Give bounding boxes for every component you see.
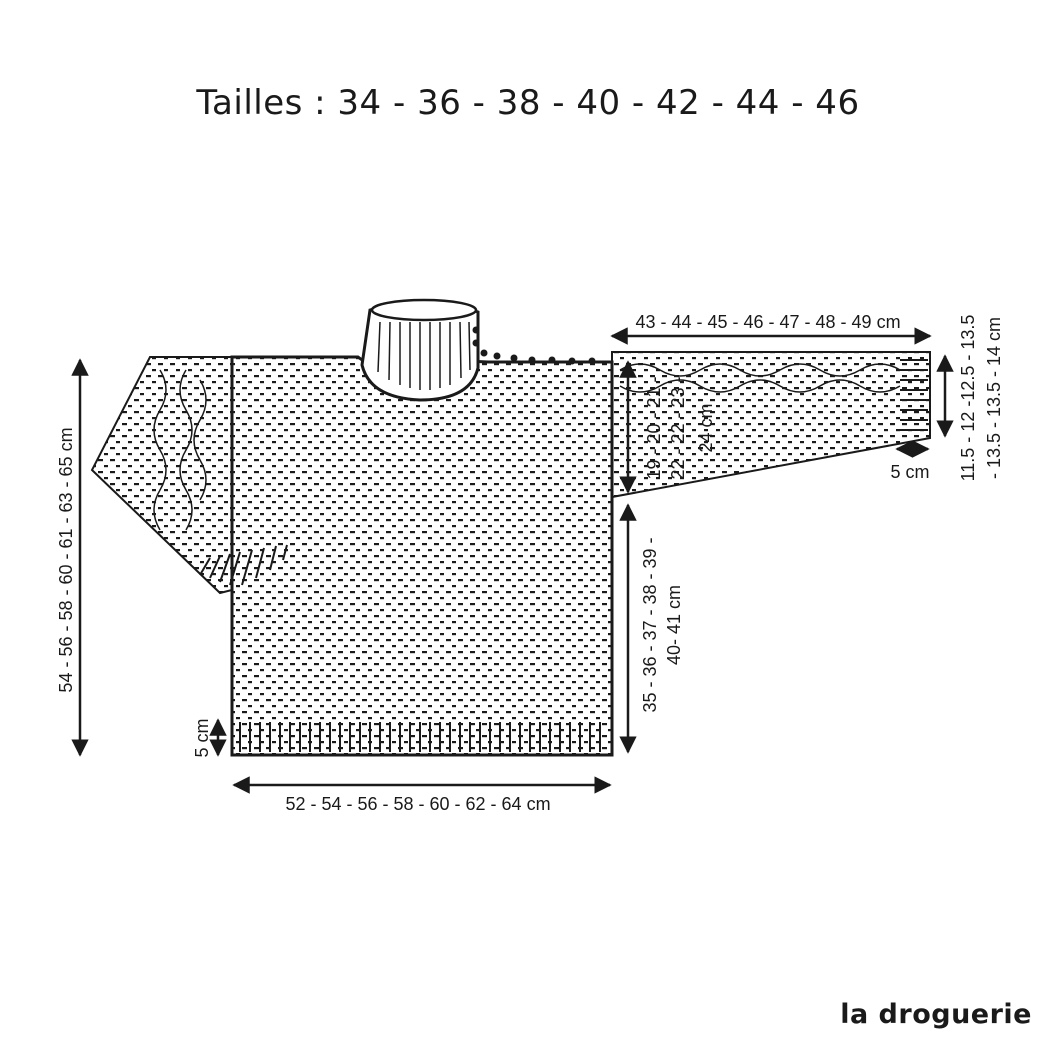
body-width-label: 52 - 54 - 56 - 58 - 60 - 62 - 64 cm [285, 794, 550, 814]
armhole-label-line3: 24 cm [696, 403, 716, 452]
cuff-ribbing-label: 5 cm [890, 462, 929, 482]
sweater-body [230, 355, 614, 757]
hem-ribbing-label: 5 cm [192, 718, 212, 757]
sleeve-length-label: 43 - 44 - 45 - 46 - 47 - 48 - 49 cm [635, 312, 900, 332]
shoulder-buttons [472, 326, 596, 365]
turtleneck-collar [360, 298, 596, 402]
hem-ribbing [239, 722, 601, 752]
cuff-width-label-line2: - 13.5 - 13.5 - 14 cm [984, 317, 1004, 479]
armhole-label-line1: 19 - 20 - 21 - [644, 376, 664, 479]
right-sleeve [611, 351, 931, 499]
side-length-label-line2: 40- 41 cm [664, 585, 684, 665]
brand-logo: la droguerie [840, 999, 1032, 1030]
total-length-label: 54 - 56 - 58 - 60 - 61 - 63 - 65 cm [56, 427, 76, 692]
side-length-label-line1: 35 - 36 - 37 - 38 - 39 - [640, 537, 660, 712]
armhole-label-line2: 22 - 22 - 23 - [668, 376, 688, 479]
sizes-title: Tailles : 34 - 36 - 38 - 40 - 42 - 44 - … [196, 83, 860, 123]
cuff-width-label-line1: 11.5 - 12 -12.5 - 13.5 [958, 315, 978, 482]
